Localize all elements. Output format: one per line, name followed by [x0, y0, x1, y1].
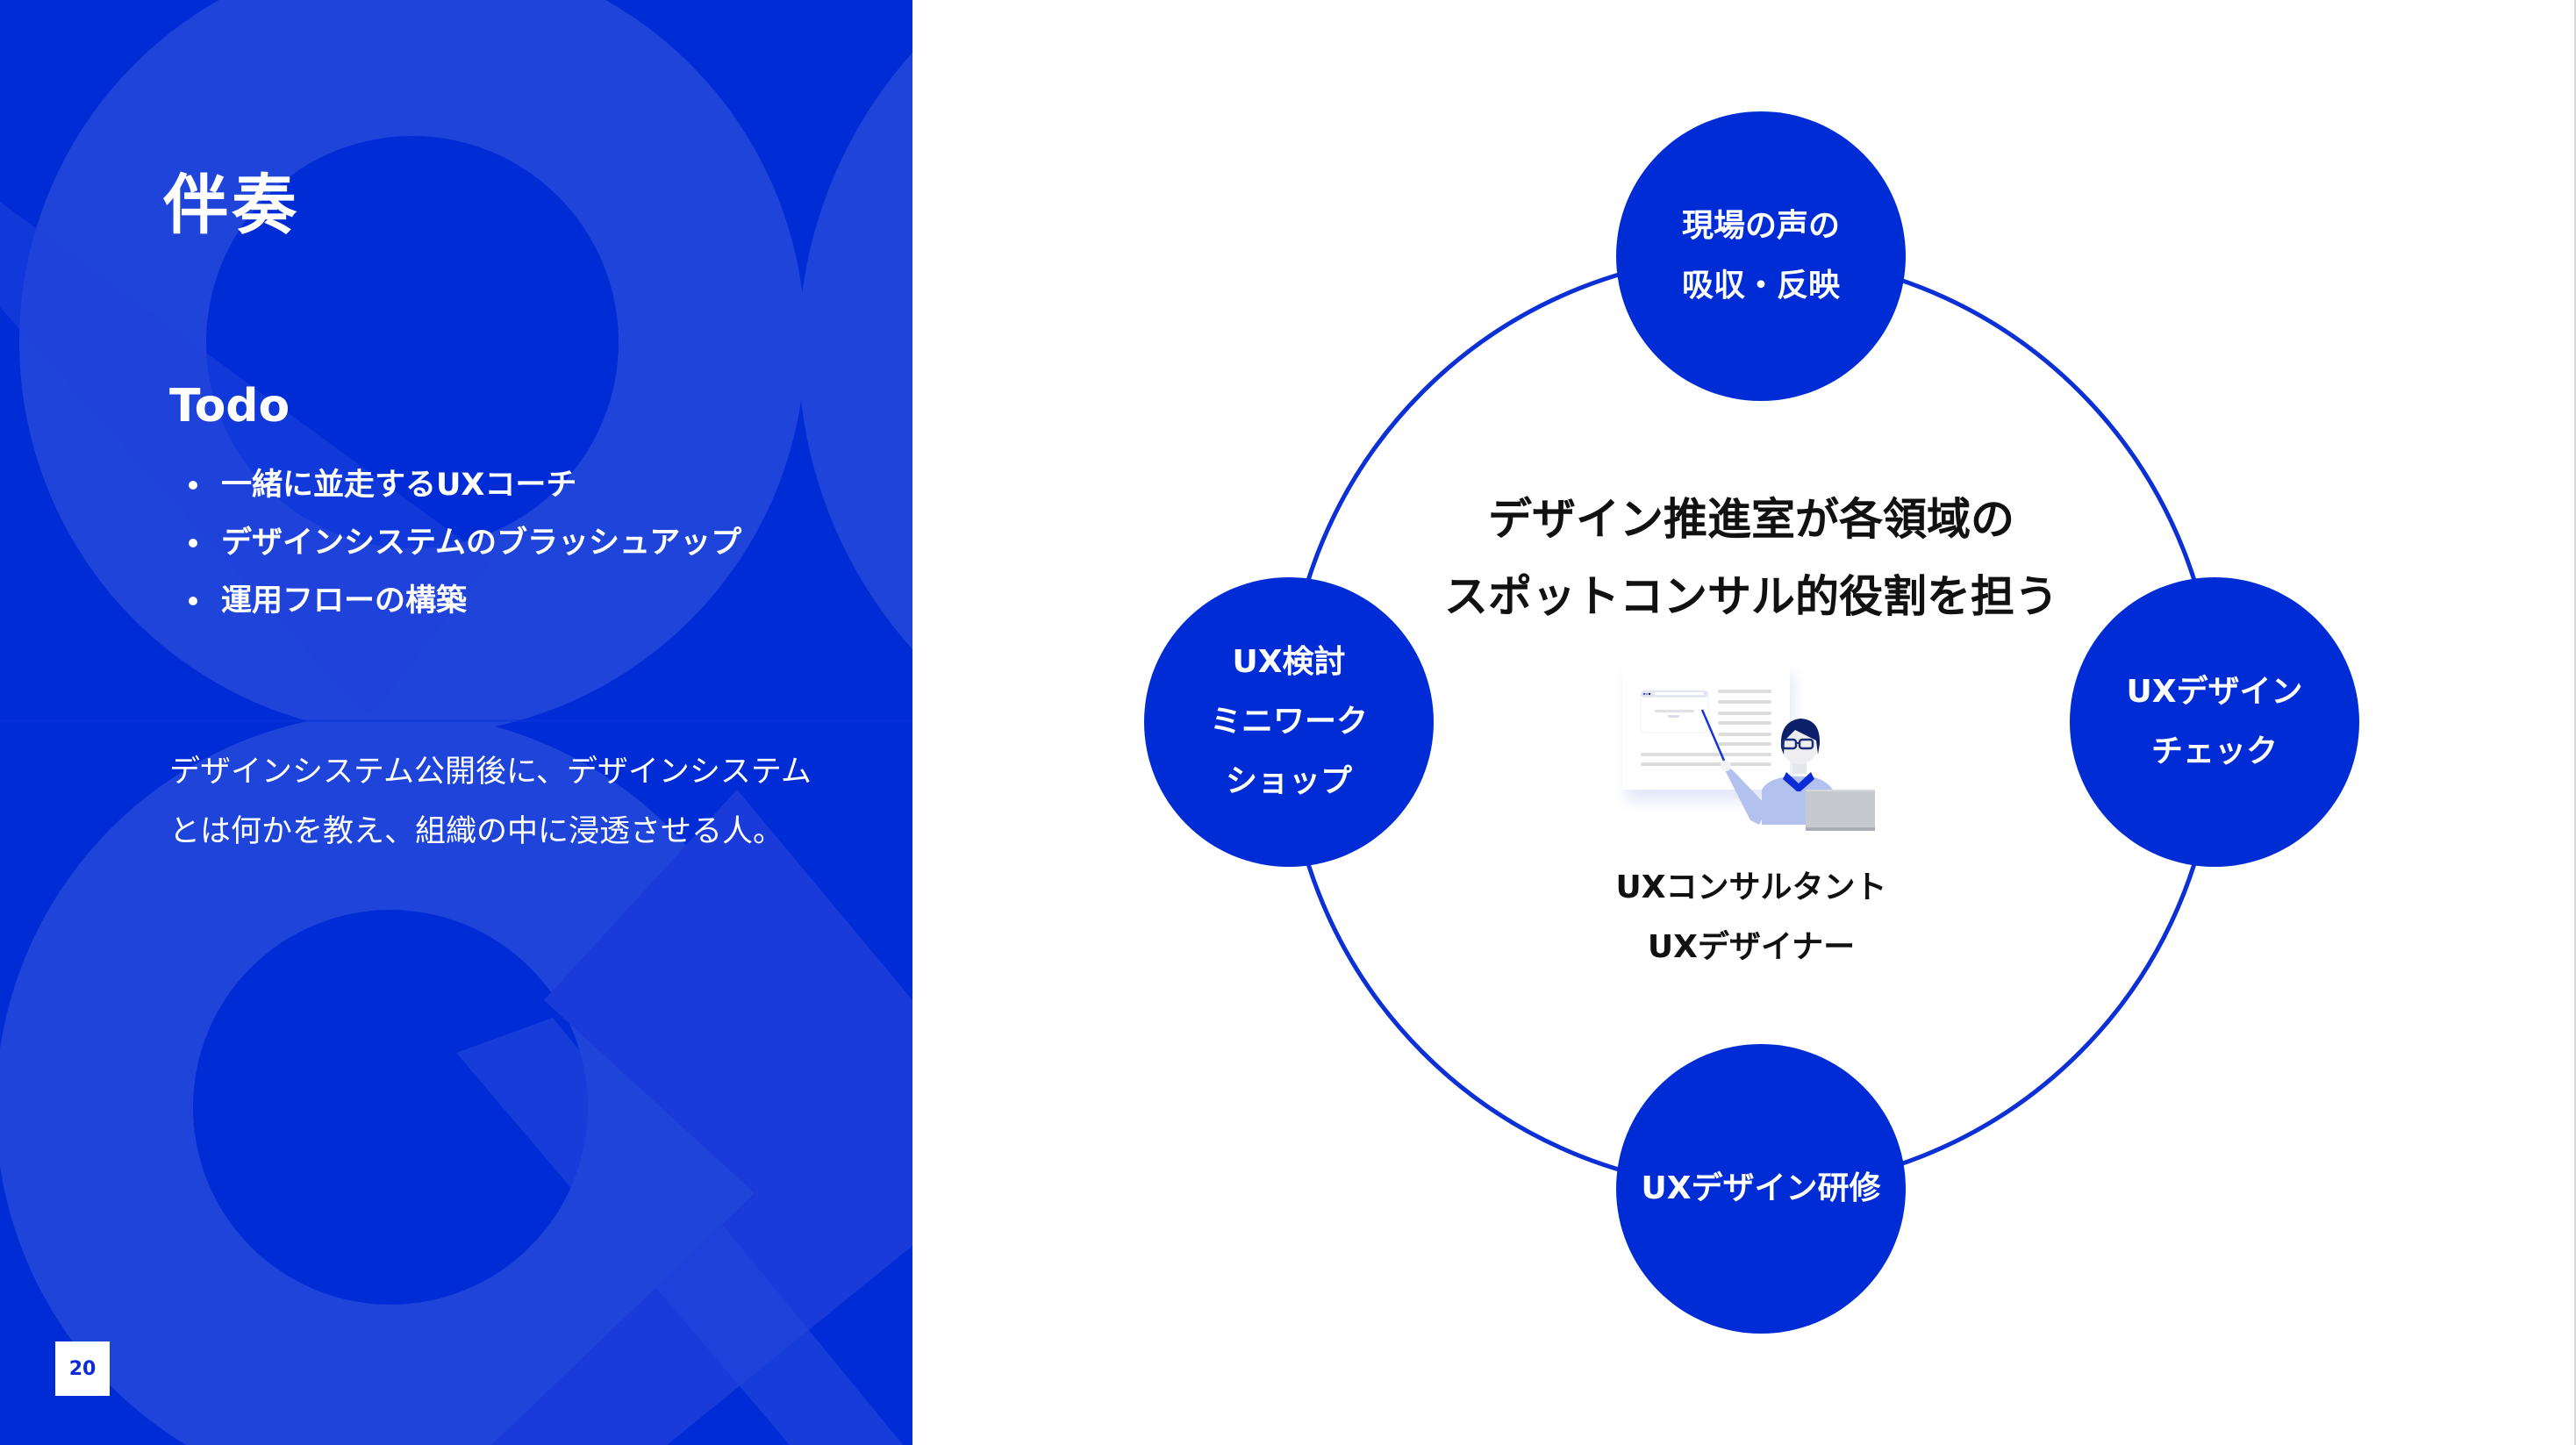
center-title-line: スポットコンサル的役割を担う: [1444, 571, 2058, 622]
todo-list: 一緒に並走するUXコーチ デザインシステムのブラッシュアップ 運用フローの構築: [184, 456, 741, 630]
center-title-line: デザイン推進室が各領域の: [1488, 494, 2014, 545]
description-line: デザインシステム公開後に、デザインシステム: [169, 755, 812, 790]
bullet-icon: [189, 481, 197, 490]
description-line: とは何かを教え、組織の中に浸透させる人。: [169, 814, 784, 849]
todo-item-label: 一緒に並走するUXコーチ: [221, 468, 577, 503]
node-label: UXデザイン: [2126, 674, 2303, 710]
todo-item-label: デザインシステムのブラッシュアップ: [221, 526, 742, 561]
role-description: デザインシステム公開後に、デザインシステム とは何かを教え、組織の中に浸透させる…: [169, 742, 871, 862]
node-bottom: UXデザイン研修: [1616, 1044, 1906, 1334]
page-title: 伴奏: [163, 168, 300, 243]
node-label: チェック: [2150, 733, 2278, 769]
todo-item-label: 運用フローの構築: [221, 583, 468, 619]
presenter-with-board-icon: [1622, 664, 1875, 831]
todo-item: 一緒に並走するUXコーチ: [184, 456, 741, 514]
node-left: UX検討 ミニワーク ショップ: [1144, 577, 1434, 867]
role-designer: UXデザイナー: [1647, 929, 1856, 965]
node-right: UXデザイン チェック: [2070, 577, 2359, 867]
node-label: 現場の声の: [1681, 208, 1840, 244]
todo-heading: Todo: [169, 380, 290, 433]
node-top: 現場の声の 吸収・反映: [1616, 111, 1906, 401]
page-edge-divider: [2574, 0, 2576, 1445]
left-panel: 伴奏 Todo 一緒に並走するUXコーチ デザインシステムのブラッシュアップ 運…: [0, 0, 912, 1445]
roles-label: UXコンサルタント UXデザイナー: [1576, 858, 1927, 977]
node-label: 吸収・反映: [1681, 268, 1840, 304]
todo-item: 運用フローの構築: [184, 572, 741, 630]
bullet-icon: [189, 597, 197, 605]
diagram-center-title: デザイン推進室が各領域の スポットコンサル的役割を担う: [1400, 481, 2102, 635]
page-number: 20: [55, 1341, 110, 1396]
bullet-icon: [189, 539, 197, 547]
node-label: ショップ: [1225, 763, 1352, 799]
ampersand-background-graphic: [0, 0, 912, 1445]
todo-item: デザインシステムのブラッシュアップ: [184, 514, 741, 572]
node-label: ミニワーク: [1209, 704, 1368, 740]
node-label: UXデザイン研修: [1641, 1170, 1881, 1206]
role-consultant: UXコンサルタント: [1615, 869, 1887, 905]
node-label: UX検討: [1232, 644, 1346, 680]
